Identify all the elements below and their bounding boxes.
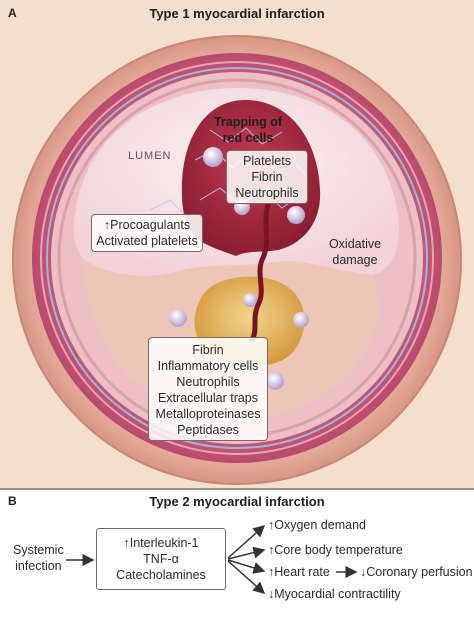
lumen-label: LUMEN — [128, 150, 172, 162]
panel-b-letter: B — [8, 494, 17, 508]
effect-coronary-perfusion: ↓Coronary perfusion — [360, 565, 473, 579]
plaque-line-3: Neutrophils — [176, 375, 240, 389]
plaque-line-4: Extracellular traps — [157, 391, 259, 405]
procoagulants-line-2: Activated platelets — [96, 234, 198, 248]
procoagulants-callout: ↑Procoagulants Activated platelets — [91, 214, 203, 252]
plaque-contents-callout: Fibrin Inflammatory cells Neutrophils Ex… — [148, 337, 268, 441]
effect-heart-rate: ↑Heart rate — [268, 565, 330, 579]
effect-myocardial-contractility: ↓Myocardial contractility — [268, 587, 401, 601]
trapping-red-cells-label: Trapping of red cells — [208, 114, 288, 146]
platelets-line-1: Platelets — [243, 154, 291, 168]
panel-a-title: Type 1 myocardial infarction — [149, 6, 325, 21]
trapping-line-2: red cells — [222, 131, 274, 145]
panel-divider — [0, 488, 474, 490]
plaque-line-1: Fibrin — [192, 343, 224, 357]
oxidative-line-2: damage — [332, 253, 378, 267]
oxidative-line-1: Oxidative — [328, 237, 382, 251]
plaque-line-5: Metalloproteinases — [155, 407, 261, 421]
elastic-lamina-outer — [40, 61, 434, 455]
mediator-line-2: TNF-α — [143, 552, 179, 566]
adventitia-rim — [12, 35, 462, 485]
source-line-2: infection — [15, 559, 62, 573]
source-line-1: Systemic — [13, 543, 64, 557]
effect-core-temperature: ↑Core body temperature — [268, 543, 403, 557]
panel-b — [0, 490, 474, 617]
trapping-line-1: Trapping of — [213, 115, 283, 129]
platelets-line-3: Neutrophils — [235, 186, 299, 200]
plaque-rupture — [249, 202, 271, 343]
panel-a: A Type 1 myocardial infarction LUMEN Tra… — [0, 0, 474, 488]
oxidative-damage-label: Oxidative damage — [322, 236, 388, 268]
platelets-callout: Platelets Fibrin Neutrophils — [226, 150, 308, 204]
arrow-to-oxygen-demand — [227, 525, 266, 559]
plaque-line-2: Inflammatory cells — [157, 359, 259, 373]
arrow-to-core-temperature — [227, 546, 266, 560]
elastic-lamina-blue — [46, 67, 428, 449]
panel-b-title: Type 2 myocardial infarction — [149, 494, 325, 509]
arrow-to-contractility — [227, 560, 266, 594]
mediator-line-1: ↑Interleukin-1 — [123, 536, 199, 550]
systemic-infection-label: Systemic infection — [13, 542, 64, 574]
effect-oxygen-demand: ↑Oxygen demand — [268, 518, 366, 532]
arrow-to-heart-rate — [227, 559, 266, 574]
procoagulants-line-1: ↑Procoagulants — [103, 218, 191, 232]
platelets-line-2: Fibrin — [251, 170, 283, 184]
mediators-box: ↑Interleukin-1 TNF-α Catecholamines — [96, 528, 226, 590]
panel-a-letter: A — [8, 6, 17, 20]
plaque-line-6: Peptidases — [177, 423, 239, 437]
mediator-line-3: Catecholamines — [116, 568, 206, 582]
